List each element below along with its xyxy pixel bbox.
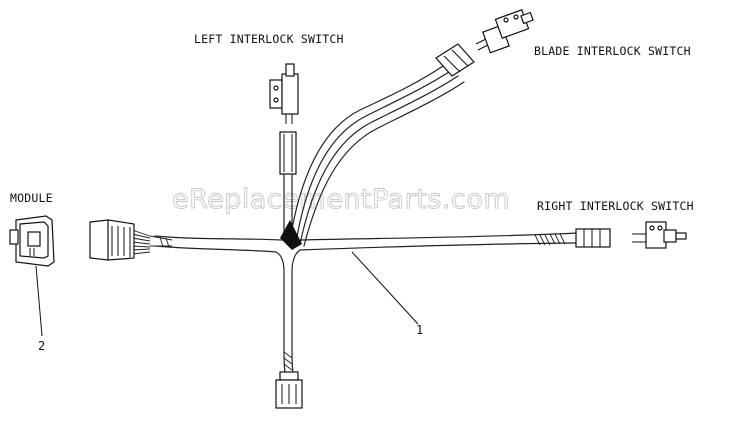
callout-2-number: 2	[38, 339, 45, 353]
right-harness-connector	[575, 228, 611, 248]
main-harness-cable	[154, 232, 579, 373]
cable-tape-left	[131, 229, 173, 255]
module-label: MODULE	[10, 191, 53, 205]
bottom-harness-connector	[275, 351, 303, 409]
junction-tape	[280, 220, 302, 250]
callout-2-leader	[35, 265, 43, 337]
callout-1-number: 1	[416, 323, 423, 337]
module-part	[9, 215, 55, 267]
cable-tape-right	[534, 233, 566, 246]
left-switch-label: LEFT INTERLOCK SWITCH	[194, 32, 344, 46]
callout-1-leader	[351, 251, 419, 325]
left-interlock-switch	[269, 63, 299, 124]
watermark: eReplacementParts.com	[172, 184, 510, 215]
blade-switch-label: BLADE INTERLOCK SWITCH	[534, 44, 691, 58]
blade-harness-connector	[435, 43, 475, 77]
module-harness-connector	[89, 219, 135, 261]
right-switch-label: RIGHT INTERLOCK SWITCH	[537, 199, 694, 213]
left-harness-connector	[279, 131, 297, 175]
right-interlock-switch	[632, 221, 687, 249]
blade-interlock-switch	[475, 9, 534, 54]
blade-interlock-branch	[289, 63, 465, 247]
